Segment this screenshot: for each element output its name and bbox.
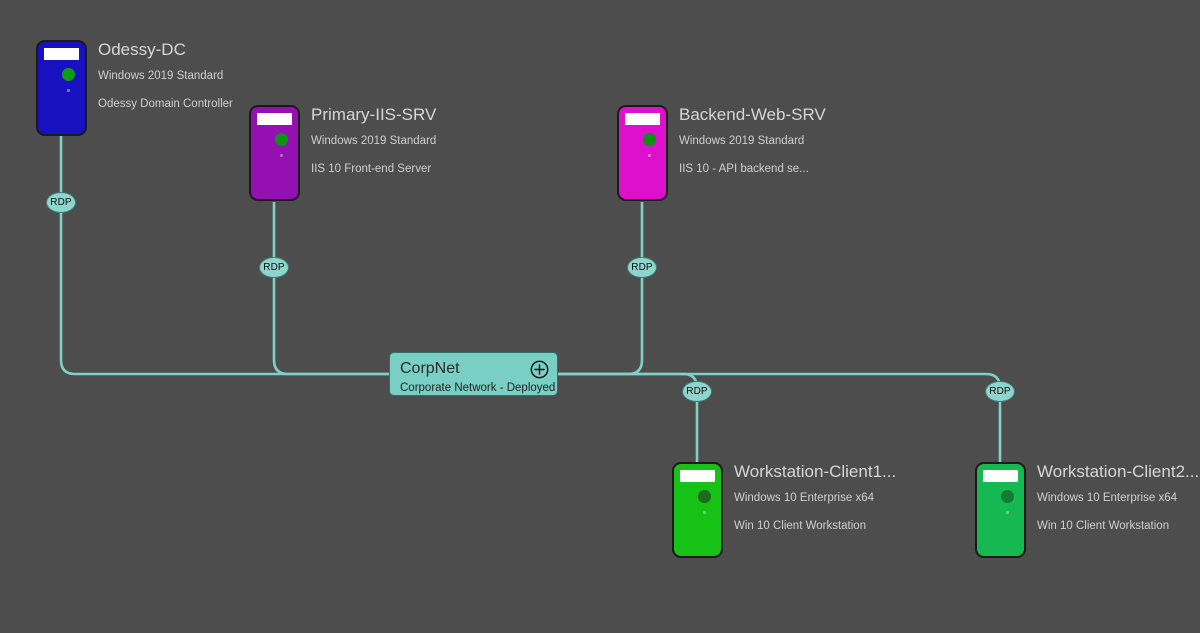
secondary-indicator-dot	[703, 511, 706, 514]
secondary-indicator-dot	[67, 89, 70, 92]
node-role: IIS 10 - API backend se...	[679, 163, 809, 175]
device-icon-workstation-client1[interactable]	[672, 462, 723, 558]
device-screen-bar	[44, 48, 79, 60]
edge-workstation-client2	[558, 372, 1002, 468]
node-role: IIS 10 Front-end Server	[311, 163, 432, 175]
status-dot-running	[62, 68, 75, 81]
secondary-indicator-dot	[280, 154, 283, 157]
status-dot-running	[275, 133, 288, 146]
secondary-indicator-dot	[1006, 511, 1009, 514]
node-title: Odessy-DC	[98, 40, 186, 59]
node-role: Win 10 Client Workstation	[734, 520, 867, 532]
node-label-block-primary-iis-srv: Primary-IIS-SRV Windows 2019 Standard II…	[311, 105, 436, 176]
node-label-block-odessy-dc: Odessy-DC Windows 2019 Standard Odessy D…	[98, 40, 233, 111]
device-icon-primary-iis-srv[interactable]	[249, 105, 300, 201]
rdp-badge-primary-iis-srv[interactable]: RDP	[259, 257, 289, 278]
rdp-badge-backend-web-srv[interactable]: RDP	[627, 257, 657, 278]
rdp-badge-odessy-dc[interactable]: RDP	[46, 192, 76, 213]
device-icon-workstation-client2[interactable]	[975, 462, 1026, 558]
node-title: Workstation-Client2...	[1037, 462, 1200, 481]
network-node-corpnet[interactable]: CorpNet Corporate Network - Deployed	[389, 352, 558, 396]
device-icon-odessy-dc[interactable]	[36, 40, 87, 136]
circle-plus-icon[interactable]	[530, 360, 549, 379]
node-os: Windows 2019 Standard	[98, 70, 224, 82]
device-screen-bar	[680, 470, 715, 482]
node-os: Windows 10 Enterprise x64	[1037, 492, 1177, 504]
device-icon-backend-web-srv[interactable]	[617, 105, 668, 201]
node-os: Windows 2019 Standard	[679, 135, 805, 147]
node-title: Workstation-Client1...	[734, 462, 897, 481]
device-screen-bar	[983, 470, 1018, 482]
edge-workstation-client1	[558, 372, 699, 468]
status-dot-running	[1001, 490, 1014, 503]
rdp-badge-workstation-client1[interactable]: RDP	[682, 381, 712, 402]
edge-odessy-dc	[59, 136, 389, 376]
status-dot-running	[698, 490, 711, 503]
node-label-block-backend-web-srv: Backend-Web-SRV Windows 2019 Standard II…	[679, 105, 826, 176]
node-title: Primary-IIS-SRV	[311, 105, 437, 124]
edge-primary-iis-srv	[272, 202, 389, 376]
network-name: CorpNet	[400, 360, 460, 377]
node-role: Odessy Domain Controller	[98, 98, 233, 110]
node-title: Backend-Web-SRV	[679, 105, 826, 124]
node-os: Windows 10 Enterprise x64	[734, 492, 874, 504]
node-label-block-workstation-client1: Workstation-Client1... Windows 10 Enterp…	[734, 462, 896, 533]
edge-backend-web-srv	[558, 202, 644, 376]
rdp-badge-workstation-client2[interactable]: RDP	[985, 381, 1015, 402]
network-subtitle: Corporate Network - Deployed	[400, 382, 556, 394]
node-os: Windows 2019 Standard	[311, 135, 437, 147]
node-role: Win 10 Client Workstation	[1037, 520, 1170, 532]
status-dot-running	[643, 133, 656, 146]
secondary-indicator-dot	[648, 154, 651, 157]
device-screen-bar	[257, 113, 292, 125]
device-screen-bar	[625, 113, 660, 125]
node-label-block-workstation-client2: Workstation-Client2... Windows 10 Enterp…	[1037, 462, 1199, 533]
